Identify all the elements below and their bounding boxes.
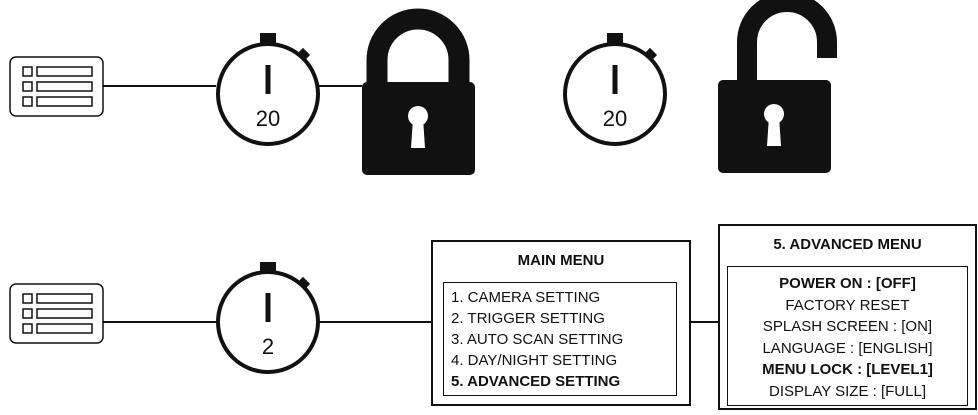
lock-open-icon (718, 0, 837, 173)
advanced-menu-item[interactable]: LANGUAGE : [ENGLISH] (762, 339, 933, 357)
main-menu-item[interactable]: 4. DAY/NIGHT SETTING (451, 352, 618, 369)
advanced-menu-panel: 5. ADVANCED MENU POWER ON : [OFF] FACTOR… (718, 224, 977, 410)
advanced-menu-item[interactable]: DISPLAY SIZE : [FULL] (768, 382, 926, 400)
stopwatch-value: 20 (603, 106, 627, 131)
main-menu-item[interactable]: 3. AUTO SCAN SETTING (451, 331, 624, 348)
stopwatch-icon: 2 (216, 262, 320, 374)
main-menu-item-selected[interactable]: 5. ADVANCED SETTING (451, 373, 621, 390)
advanced-menu-list: POWER ON : [OFF] FACTORY RESET SPLASH SC… (727, 266, 968, 406)
stopwatch-value: 20 (256, 106, 280, 131)
menu-list-icon (9, 56, 104, 117)
main-menu-item[interactable]: 2. TRIGGER SETTING (451, 310, 605, 327)
menu-list-icon (9, 283, 104, 344)
main-menu-panel: MAIN MENU 1. CAMERA SETTING 2. TRIGGER S… (431, 240, 691, 406)
advanced-menu-item[interactable]: POWER ON : [OFF] (779, 275, 916, 292)
stopwatch-icon: 20 (216, 33, 320, 146)
advanced-menu-title: 5. ADVANCED MENU (773, 236, 922, 253)
advanced-menu-item[interactable]: FACTORY RESET (785, 296, 910, 314)
stopwatch-icon: 20 (563, 33, 667, 146)
advanced-menu-item[interactable]: MENU LOCK : [LEVEL1] (762, 361, 933, 378)
lock-closed-icon (362, 8, 475, 175)
main-menu-item[interactable]: 1. CAMERA SETTING (451, 289, 601, 306)
main-menu-title: MAIN MENU (517, 252, 605, 269)
main-menu-list: 1. CAMERA SETTING 2. TRIGGER SETTING 3. … (443, 282, 677, 396)
stopwatch-value: 2 (262, 334, 274, 359)
advanced-menu-item[interactable]: SPLASH SCREEN : [ON] (762, 318, 933, 335)
